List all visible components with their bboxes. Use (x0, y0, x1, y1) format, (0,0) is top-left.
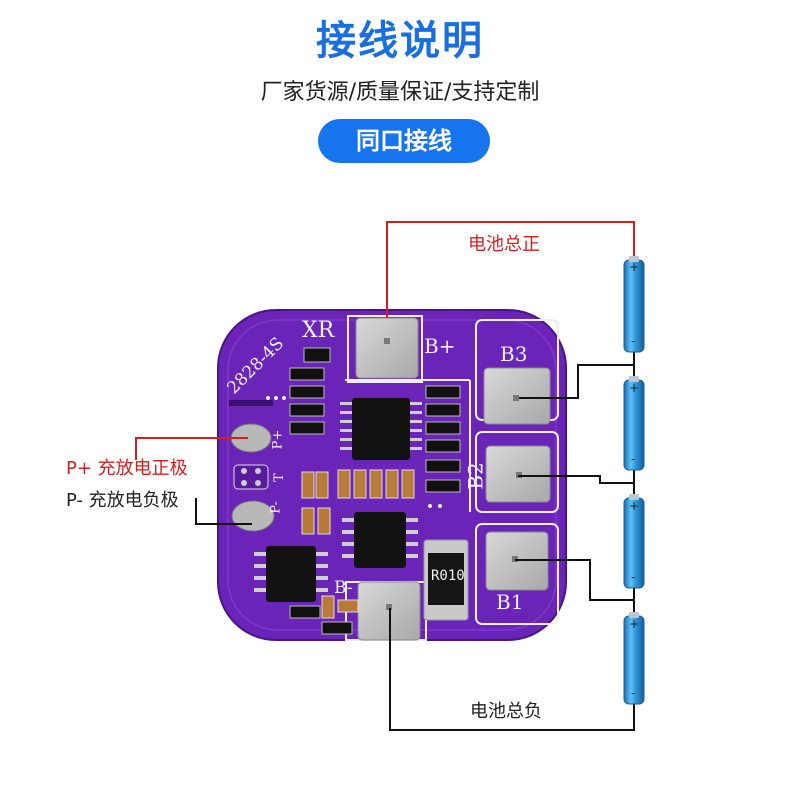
page-title: 接线说明 (316, 18, 484, 64)
battery-total-negative-label: 电池总负 (470, 701, 542, 722)
pad-label-b3: B3 (500, 342, 528, 366)
pad-b-plus (355, 317, 419, 379)
battery-4-minus-mark: - (631, 686, 636, 700)
pad-label-b-minus: B- (334, 578, 353, 598)
b3-wire (519, 364, 634, 399)
wiring-mode-badge: 同口接线 (318, 119, 490, 163)
battery-2-plus-mark: + (629, 381, 640, 395)
t-pad-group (233, 464, 269, 490)
battery-cell-4 (623, 612, 645, 705)
p-plus-label: P+ 充放电正极 (66, 458, 188, 479)
battery-cell-1 (623, 256, 645, 353)
page-subtitle: 厂家货源/质量保证/支持定制 (260, 80, 540, 105)
p-plus-callout (135, 437, 248, 460)
main-ic (352, 398, 410, 460)
battery-cell-2 (623, 376, 645, 471)
smd-components (289, 347, 461, 635)
battery-2-minus-mark: - (631, 452, 636, 466)
battery-1-plus-mark: + (629, 260, 640, 274)
battery-cell-3 (623, 494, 645, 589)
battery-total-positive-label: 电池总正 (468, 234, 540, 255)
mosfet-chip-2 (266, 546, 316, 602)
t-mark: T (271, 473, 287, 482)
capacitor-row (301, 469, 415, 619)
b1-wire (515, 559, 634, 601)
pad-label-b2: B2 (463, 462, 488, 490)
p-plus-mark: P+ (270, 429, 286, 450)
mosfet-chip-1 (354, 512, 406, 568)
p-minus-callout (195, 498, 252, 525)
battery-3-plus-mark: + (629, 499, 640, 513)
negative-wire (389, 608, 635, 731)
p-minus-label: P- 充放电负极 (66, 490, 179, 511)
pad-label-b-plus: B+ (424, 334, 456, 358)
pad-label-b1: B1 (496, 590, 524, 614)
board-brand-text: XR (302, 318, 335, 343)
battery-1-minus-mark: - (631, 334, 636, 348)
battery-3-minus-mark: - (631, 570, 636, 584)
p-minus-mark: P- (268, 501, 284, 514)
positive-wire (386, 221, 635, 318)
shunt-resistor-code: R010 (431, 568, 465, 584)
b2-wire (518, 475, 634, 484)
battery-4-plus-mark: + (629, 617, 640, 631)
p-minus-pad (231, 500, 275, 532)
